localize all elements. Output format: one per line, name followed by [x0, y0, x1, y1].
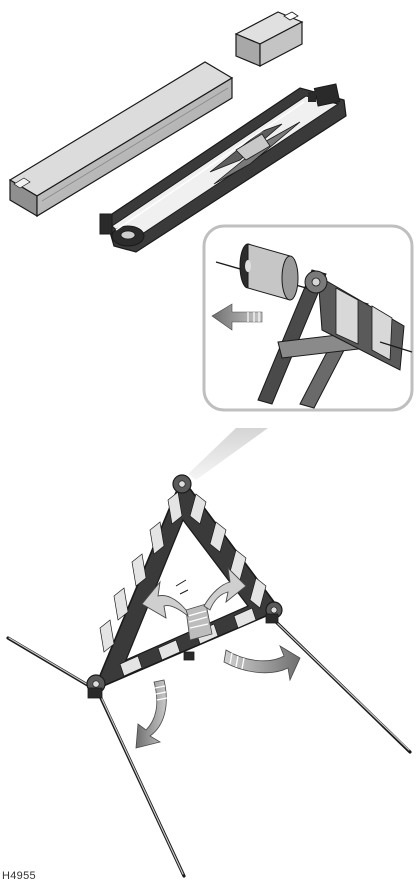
- arrow-icon: [224, 646, 300, 680]
- arrow-icon: [136, 680, 167, 748]
- zoom-beam: [188, 428, 268, 480]
- warning-triangle-icon: [8, 475, 410, 876]
- hinge-detail-icon: [204, 226, 412, 410]
- end-cap-icon: [236, 12, 302, 66]
- figure-code: H4955: [2, 870, 36, 883]
